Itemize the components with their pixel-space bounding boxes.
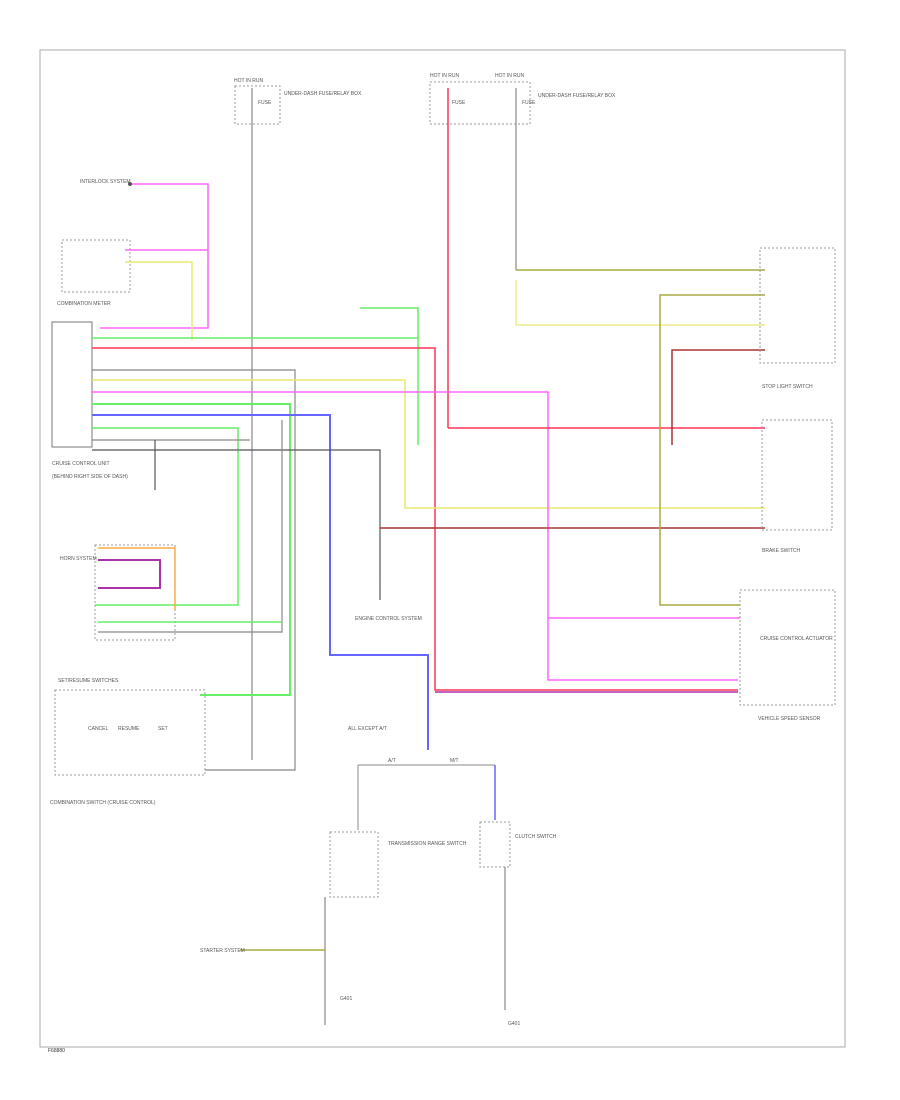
cruise-actuator-label: CRUISE CONTROL ACTUATOR bbox=[760, 636, 833, 642]
wire-red-1 bbox=[92, 347, 738, 691]
stop-light-switch-box bbox=[759, 247, 836, 364]
transmission-range-switch-label: TRANSMISSION RANGE SWITCH bbox=[388, 841, 467, 847]
cruise-control-unit: CRUISE CONTROL UNIT (BEHIND RIGHT SIDE O… bbox=[51, 321, 128, 480]
diagram-border bbox=[39, 49, 846, 1048]
set-resume-label: SET/RESUME SWITCHES bbox=[58, 678, 119, 684]
wire-olive-2 bbox=[659, 294, 765, 606]
horn-purple-wire bbox=[98, 559, 161, 589]
cruise-control-unit-label: CRUISE CONTROL UNIT bbox=[52, 461, 110, 467]
fuse-right-label: FUSE bbox=[522, 100, 536, 106]
brake-switch-label: BRAKE SWITCH bbox=[762, 548, 800, 554]
interlock-label: INTERLOCK SYSTEM bbox=[80, 179, 131, 185]
transmission-range-switch-box bbox=[329, 831, 379, 898]
interlock-pink-wire bbox=[100, 183, 209, 329]
wires-main bbox=[92, 269, 765, 771]
wire-gray-3 bbox=[92, 449, 381, 580]
combination-switch-bottom-label: COMBINATION SWITCH (CRUISE CONTROL) bbox=[50, 800, 156, 806]
ground-left-label: G401 bbox=[508, 1021, 520, 1027]
wire-pink-1 bbox=[92, 391, 738, 681]
transmission-section: ALL EXCEPT A/T A/T M/T TRANSMISSION RANG… bbox=[200, 726, 557, 1027]
resume-label: RESUME bbox=[118, 726, 140, 732]
hot-in-run-right-label: HOT IN RUN bbox=[495, 73, 524, 79]
fuse-box-right: HOT IN RUN HOT IN RUN FUSE FUSE UNDER-DA… bbox=[429, 73, 616, 428]
fuse-box-left: HOT IN RUN FUSE UNDER-DASH FUSE/RELAY BO… bbox=[234, 78, 362, 760]
hot-in-run-mid-label: HOT IN RUN bbox=[430, 73, 459, 79]
set-label: SET bbox=[158, 726, 168, 732]
clutch-switch-label: CLUTCH SWITCH bbox=[515, 834, 557, 840]
brake-switch-box bbox=[761, 419, 833, 531]
wire-green-4 bbox=[360, 307, 419, 338]
all-except-at-label: ALL EXCEPT A/T bbox=[348, 726, 387, 732]
wire-green-3 bbox=[92, 427, 239, 606]
horn-connector bbox=[94, 544, 176, 641]
hot-in-run-left-label: HOT IN RUN bbox=[234, 78, 263, 84]
starter-system-label: STARTER SYSTEM bbox=[200, 948, 245, 954]
figure-code: F68880 bbox=[48, 1048, 65, 1054]
horn-system: HORN SYSTEM bbox=[60, 420, 283, 641]
stop-light-switch-label: STOP LIGHT SWITCH bbox=[762, 384, 813, 390]
combination-meter-box bbox=[61, 239, 131, 293]
stop-light-switch: STOP LIGHT SWITCH bbox=[759, 247, 836, 390]
combination-meter: COMBINATION METER bbox=[57, 239, 208, 340]
engine-control-system: ENGINE CONTROL SYSTEM bbox=[355, 580, 422, 622]
combination-meter-label: COMBINATION METER bbox=[57, 301, 111, 307]
fuse-box-left-label: UNDER-DASH FUSE/RELAY BOX bbox=[284, 91, 362, 97]
meter-yellow-wire bbox=[125, 261, 193, 340]
wire-green-2 bbox=[92, 403, 291, 696]
fuse-box-right-outline bbox=[429, 81, 531, 125]
wire-dark-red-2 bbox=[671, 349, 765, 445]
ground-bottom-label: G401 bbox=[340, 996, 352, 1002]
fuse-box-right-label: UNDER-DASH FUSE/RELAY BOX bbox=[538, 93, 616, 99]
engine-control-label: ENGINE CONTROL SYSTEM bbox=[355, 616, 422, 622]
brake-switch: BRAKE SWITCH bbox=[761, 419, 833, 554]
set-resume-box bbox=[54, 689, 206, 776]
cruise-vss-label: VEHICLE SPEED SENSOR bbox=[758, 716, 821, 722]
wire-blue-1 bbox=[92, 414, 429, 750]
cruise-control-unit-box bbox=[51, 321, 93, 448]
at-label: A/T bbox=[388, 758, 396, 764]
horn-gray-wire bbox=[98, 420, 283, 633]
interlock-system: INTERLOCK SYSTEM bbox=[80, 179, 209, 329]
clutch-switch-box bbox=[479, 821, 511, 868]
horn-orange-wire bbox=[98, 547, 176, 610]
cancel-label: CANCEL bbox=[88, 726, 109, 732]
mt-label: M/T bbox=[450, 758, 459, 764]
fuse-mid-label: FUSE bbox=[452, 100, 466, 106]
fuse-left-label: FUSE bbox=[258, 100, 272, 106]
cruise-unit-location-label: (BEHIND RIGHT SIDE OF DASH) bbox=[52, 474, 128, 480]
horn-system-label: HORN SYSTEM bbox=[60, 556, 97, 562]
wire-yellow-2 bbox=[515, 280, 765, 326]
cruise-control-actuator: CRUISE CONTROL ACTUATOR VEHICLE SPEED SE… bbox=[739, 589, 836, 722]
interlock-connector bbox=[128, 182, 132, 186]
cruise-actuator-box bbox=[739, 589, 836, 706]
fuse-box-left-outline bbox=[234, 85, 281, 125]
wire-gray-1 bbox=[92, 369, 296, 771]
set-resume-switches: SET/RESUME SWITCHES CANCEL RESUME SET CO… bbox=[50, 678, 206, 806]
wire-yellow-1 bbox=[92, 379, 765, 509]
